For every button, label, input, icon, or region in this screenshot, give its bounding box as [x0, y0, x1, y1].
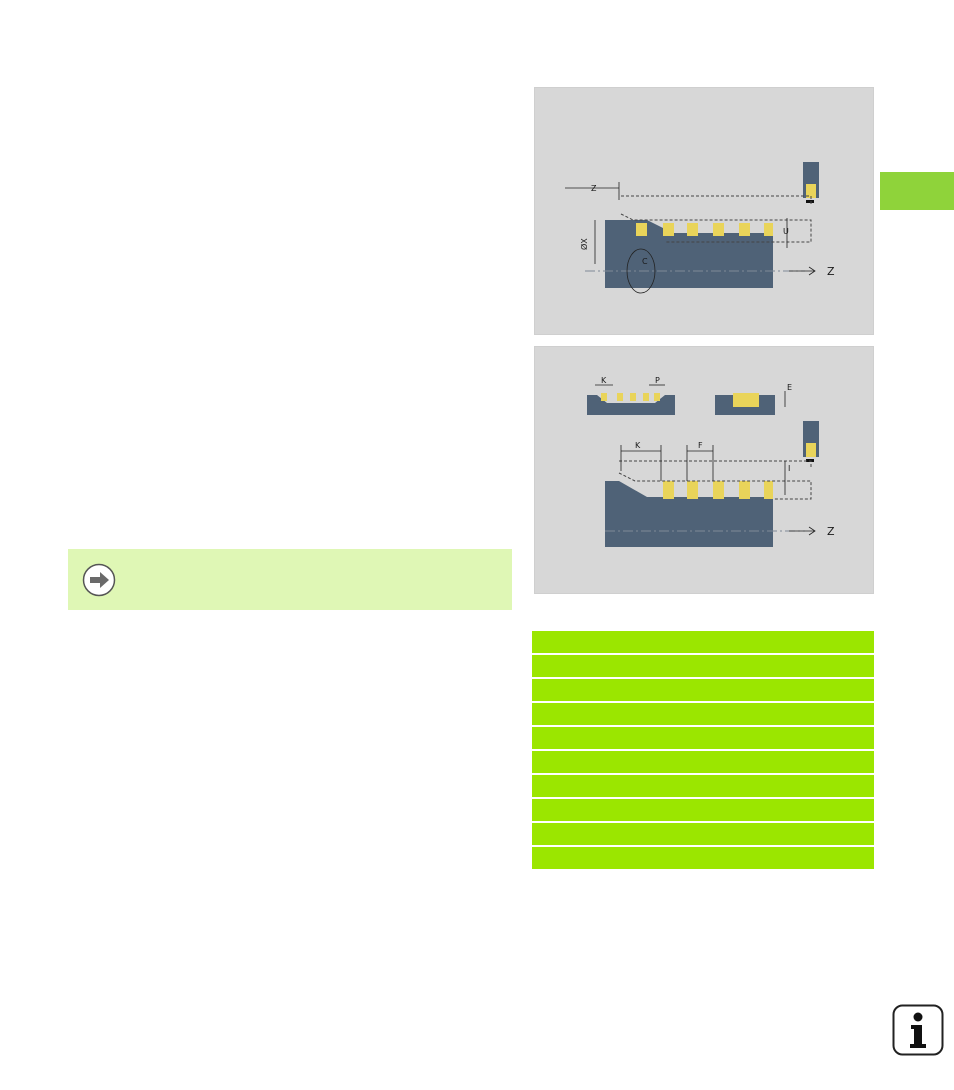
axis-z-label: Z	[827, 525, 835, 538]
table-row	[532, 703, 874, 725]
table-row	[532, 751, 874, 773]
dim-k-small-label: K	[601, 376, 607, 385]
dim-c-label: C	[642, 257, 648, 266]
table-row	[532, 655, 874, 677]
table-row	[532, 799, 874, 821]
table-row	[532, 727, 874, 749]
table-row	[532, 679, 874, 701]
info-icon[interactable]	[892, 1004, 944, 1056]
dim-u-label: U	[783, 227, 789, 236]
figure-top-drawing: Z ØX C U Z	[565, 162, 835, 294]
rotation-arrow	[626, 248, 656, 294]
dim-z-label: Z	[591, 184, 597, 193]
tool-path	[621, 195, 812, 204]
axis-z-label: Z	[827, 265, 835, 278]
chapter-tab	[880, 172, 954, 210]
grooves	[636, 223, 773, 236]
figure-top: Z ØX C U Z	[534, 87, 874, 335]
figure-bottom-drawing: K P E K F I	[587, 376, 835, 547]
dim-e-label: E	[787, 383, 792, 392]
dim-f-label: F	[698, 441, 703, 450]
dim-x-label: ØX	[579, 238, 589, 250]
dim-k-label: K	[635, 441, 641, 450]
inset-workpiece-left	[587, 395, 675, 415]
dim-i-label: I	[788, 464, 790, 473]
table-row	[532, 823, 874, 845]
table-row	[532, 631, 874, 653]
top-rule	[0, 0, 954, 1]
note-box	[68, 549, 512, 610]
tool-insert	[806, 184, 816, 198]
arrow-right-icon	[82, 563, 116, 597]
table-row	[532, 775, 874, 797]
dim-p-small-label: P	[655, 376, 660, 385]
grooves	[663, 481, 773, 499]
figure-bottom: K P E K F I	[534, 346, 874, 594]
table-row	[532, 847, 874, 869]
parameter-table	[532, 631, 874, 871]
